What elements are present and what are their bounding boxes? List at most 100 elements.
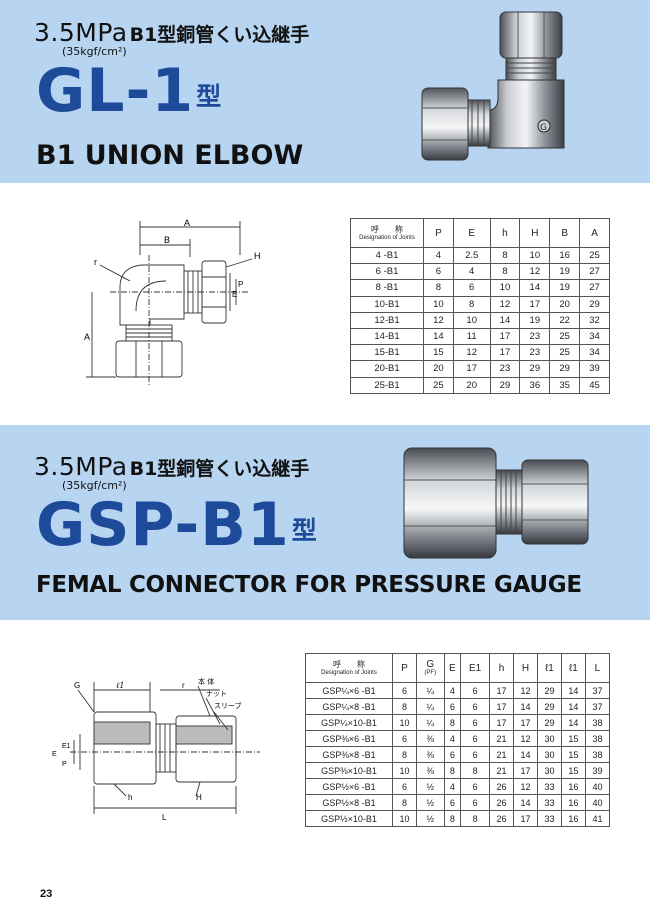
- gspb1-product-photo: [403, 447, 589, 559]
- gl1-cell: 17: [489, 327, 521, 346]
- gl1-cell: 10: [423, 295, 454, 313]
- gl1-col-header: H: [519, 218, 551, 248]
- gspb1-cell: 40: [584, 794, 611, 811]
- gl1-col-header: E: [452, 218, 491, 248]
- gspb1-cell: 8: [443, 762, 462, 779]
- gspb1-model: GSP-B1: [36, 490, 290, 560]
- gl1-dim-r: r: [94, 257, 97, 267]
- gspb1-cell: 8: [460, 762, 491, 779]
- gspb1-cell: 38: [584, 730, 611, 747]
- gspb1-cell: 6: [443, 698, 462, 715]
- gspb1-cell: 29: [536, 698, 562, 715]
- gspb1-col-header: E: [443, 653, 462, 683]
- gl1-cell: 20: [423, 360, 454, 378]
- gl1-model-title: GL-1型: [36, 56, 222, 126]
- gspb1-label-sleeve: スリーブ: [214, 701, 242, 710]
- gspb1-cell: 12: [513, 730, 538, 747]
- gspb1-dim-G: G: [74, 681, 80, 690]
- gspb1-dim-r: r: [182, 681, 185, 690]
- gspb1-cell: 8: [392, 746, 417, 763]
- gspb1-cell: 30: [536, 746, 562, 763]
- gspb1-dim-L: L: [162, 813, 167, 822]
- gspb1-cell: 8: [392, 698, 417, 715]
- gl1-dim-E: E: [232, 290, 237, 299]
- gl1-cell: 17: [489, 344, 521, 362]
- gspb1-cell: 33: [536, 778, 562, 795]
- gspb1-english-title: FEMAL CONNECTOR FOR PRESSURE GAUGE: [36, 572, 582, 598]
- gspb1-cell: 14: [513, 746, 538, 763]
- gspb1-cell: 4: [443, 778, 462, 795]
- gspb1-pressure: 3.5MPa: [34, 452, 128, 481]
- gl1-model: GL-1: [36, 56, 195, 126]
- gl1-cell: 29: [489, 376, 521, 394]
- gl1-cell: 11: [452, 327, 491, 346]
- gspb1-cell: 8: [443, 714, 462, 731]
- gl1-model-suffix: 型: [196, 82, 223, 111]
- gl1-cell: 10: [489, 279, 521, 297]
- gl1-col-designation: 呼 称 Designation of Joints: [350, 218, 424, 248]
- gspb1-cell-designation: GSP¼×10-B1: [305, 714, 393, 731]
- gspb1-col-designation: 呼 称 Designation of Joints: [305, 653, 393, 683]
- gspb1-cell: ⅜: [415, 730, 445, 747]
- gl1-cell: 35: [549, 376, 581, 394]
- gspb1-cell: 10: [392, 762, 417, 779]
- gl1-cell: 19: [519, 311, 551, 329]
- gl1-col-header: P: [423, 218, 454, 248]
- gl1-cell-designation: 15-B1: [350, 344, 424, 362]
- gl1-cell: 17: [452, 360, 491, 378]
- gspb1-cell: 33: [536, 810, 562, 827]
- gspb1-cell: 14: [560, 682, 586, 699]
- gspb1-cell: 6: [460, 794, 491, 811]
- gl1-cell: 29: [549, 360, 581, 378]
- gspb1-cell: 8: [392, 794, 417, 811]
- gspb1-cell: 17: [489, 682, 515, 699]
- gspb1-cell: 29: [536, 714, 562, 731]
- gspb1-cell: 6: [392, 730, 417, 747]
- gl1-dim-B: B: [164, 235, 170, 245]
- gl1-spec-table: 呼 称 Designation of Joints P E h H B A 4 …: [350, 218, 610, 394]
- gspb1-cell-designation: GSP½×8 -B1: [305, 794, 393, 811]
- gl1-col-header: h: [489, 218, 521, 248]
- gspb1-cell: 6: [392, 778, 417, 795]
- gl1-cell: 27: [579, 263, 610, 281]
- gl1-cell: 4: [452, 263, 491, 281]
- gspb1-spec-table: 呼 称 Designation of Joints P G (PF) E E1 …: [305, 653, 611, 827]
- gl1-cell: 36: [519, 376, 551, 394]
- gspb1-label-body: 本 体: [198, 677, 214, 686]
- gl1-cell: 16: [549, 246, 581, 265]
- gspb1-cell-designation: GSP⅜×10-B1: [305, 762, 393, 779]
- gspb1-col-header: ℓ1: [560, 653, 586, 683]
- gspb1-dim-E: E: [52, 751, 57, 758]
- gspb1-cell-designation: GSP½×6 -B1: [305, 778, 393, 795]
- gl1-cell: 12: [423, 311, 454, 329]
- gl1-cell: 25: [549, 344, 581, 362]
- gl1-dim-H: H: [254, 251, 261, 261]
- gspb1-cell: 6: [460, 682, 491, 699]
- gl1-col-header: B: [549, 218, 581, 248]
- gl1-dim-P: P: [238, 280, 243, 289]
- gl1-cell-designation: 10-B1: [350, 295, 424, 313]
- gspb1-cell: 21: [489, 730, 515, 747]
- gspb1-col-header: h: [489, 653, 515, 683]
- gspb1-cell: 6: [460, 698, 491, 715]
- gspb1-cell: 8: [460, 810, 491, 827]
- gspb1-col-header-g: G (PF): [415, 653, 445, 683]
- gspb1-cell: 40: [584, 778, 611, 795]
- gspb1-cell: 16: [560, 794, 586, 811]
- gspb1-cell: 37: [584, 682, 611, 699]
- gspb1-cell: 6: [443, 794, 462, 811]
- gspb1-cell: 15: [560, 730, 586, 747]
- gl1-cell: 8: [489, 246, 521, 265]
- gspb1-cell: ¼: [415, 698, 445, 715]
- gspb1-cell: 14: [513, 698, 538, 715]
- gspb1-cell: 33: [536, 794, 562, 811]
